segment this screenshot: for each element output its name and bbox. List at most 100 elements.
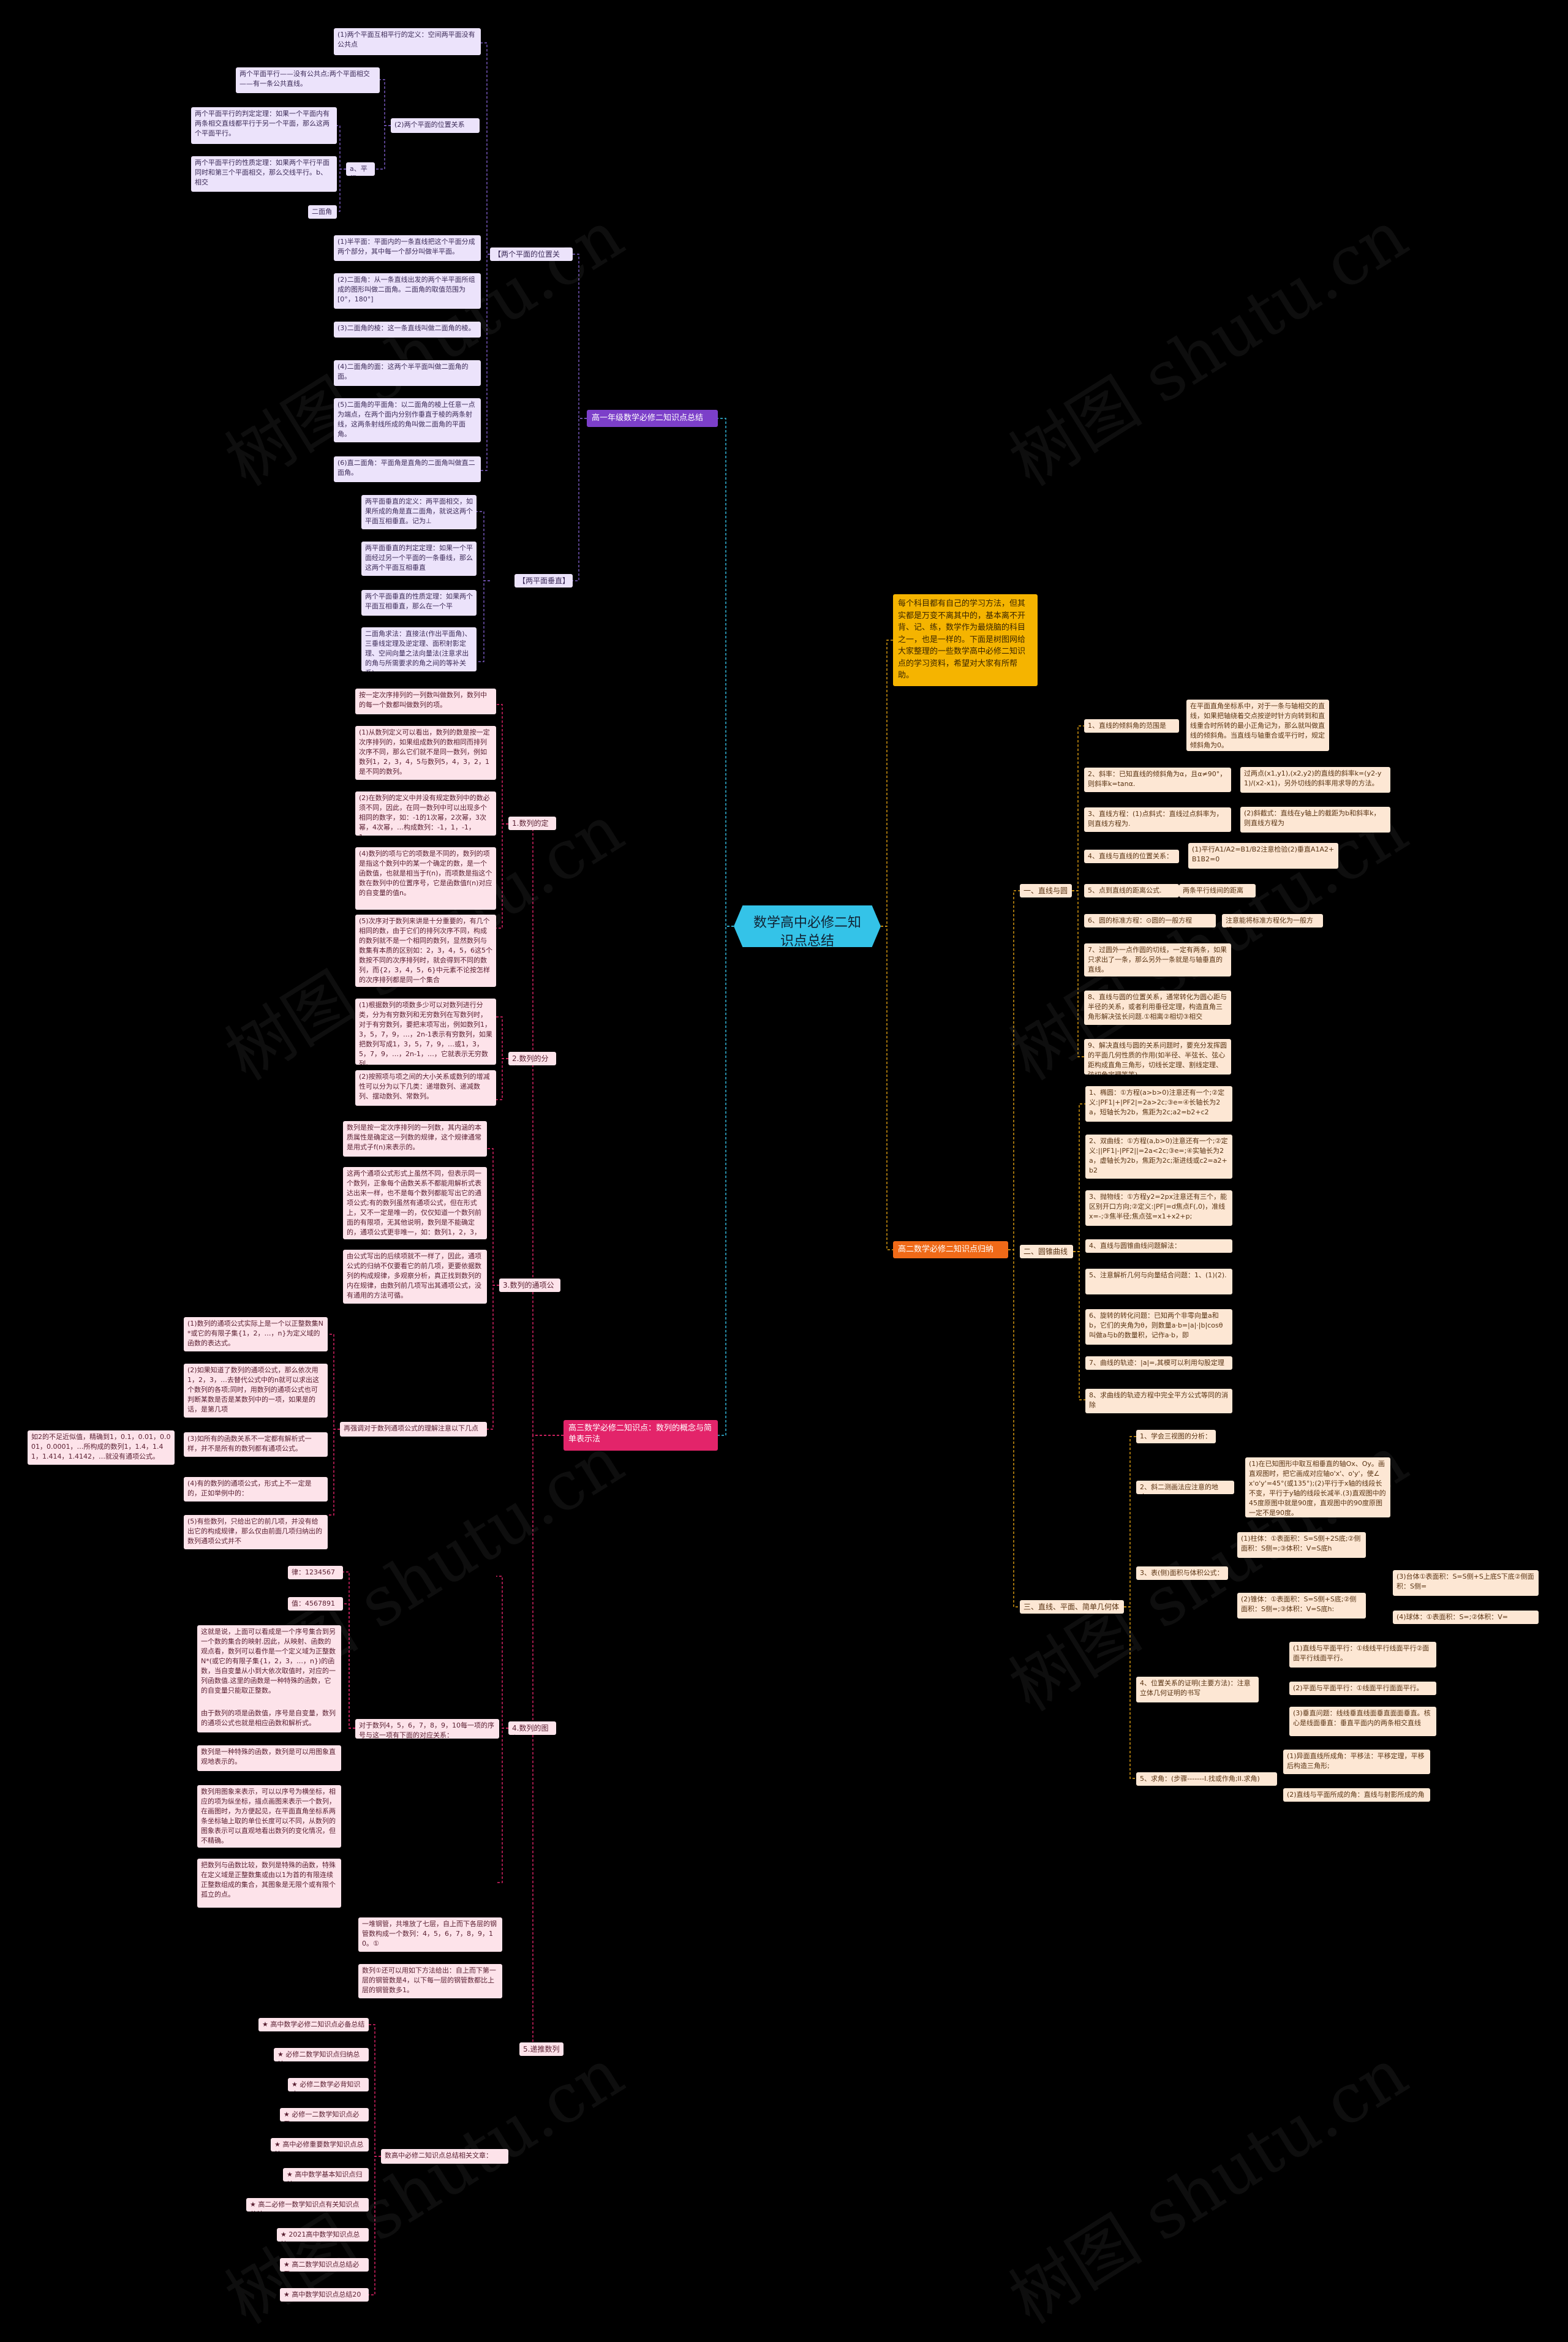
b3-graph-item[interactable]: 这就是说，上面可以看成是一个序号集合到另一个数的集合的映射.因此，从映射、函数的… — [197, 1625, 341, 1715]
b3-formula-item[interactable]: 由公式写出的后续项就不一样了，因此，通项公式的归纳不仅要看它的前几项，更要依据数… — [343, 1250, 487, 1304]
intro-note[interactable]: 每个科目都有自己的学习方法，但其实都是万变不离其中的，基本离不开背、记、练，数学… — [893, 594, 1038, 686]
related-article-link[interactable]: ★ 高中数学知识点总结2021 — [280, 2288, 369, 2302]
b3-recursive-item[interactable]: 数列①还可以用如下方法给出：自上而下第一层的钢管数是4，以下每一层的钢管数都比上… — [358, 1964, 502, 1998]
b3-formula-note[interactable]: (3)如所有的函数关系不一定都有解析式一样，并不是所有的数列都有通项公式。 — [184, 1432, 328, 1457]
b3-graph-seq[interactable]: 律：1234567 — [288, 1566, 343, 1579]
b2-geo-item[interactable]: 5、求角：(步骤-------I.找或作角;II.求角) — [1136, 1772, 1277, 1786]
b2-line-item[interactable]: 9、解决直线与圆的关系问题时，要充分发挥圆的平面几何性质的作用(如半径、半弦长、… — [1084, 1039, 1231, 1075]
b3-graph-item[interactable]: 数列用图象来表示，可以以序号为横坐标，相应的项为纵坐标，描点画图来表示一个数列，… — [197, 1785, 341, 1848]
root-topic[interactable]: 数学高中必修二知识点总结 — [734, 905, 881, 947]
branch-grade1[interactable]: 高一年级数学必修二知识点总结 — [587, 410, 718, 427]
b2-line-detail[interactable]: 过两点(x1,y1),(x2,y2)的直线的斜率k=(y2-y1)/(x2-x1… — [1240, 767, 1390, 793]
b2-conic-item[interactable]: 7、曲线的轨迹：|a|=,其模可以利用勾股定理 — [1085, 1356, 1232, 1370]
b2-section-lines-circles[interactable]: 一、直线与圆 — [1020, 884, 1072, 897]
b1-item[interactable]: (6)直二面角：平面角是直角的二面角叫做直二面角。 — [334, 456, 481, 482]
b1-item[interactable]: 两个平面平行——没有公共点;两个平面相交——有一条公共直线。 — [236, 67, 380, 93]
b2-line-detail[interactable]: 两条平行线间的距离 — [1179, 884, 1256, 897]
b2-section-geometry[interactable]: 三、直线、平面、简单几何体 — [1020, 1600, 1124, 1614]
b2-line-detail[interactable]: (1)平行A1/A2=B1/B2注意检验(2)垂直A1A2+B1B2=0 — [1188, 843, 1338, 869]
b3-def-item[interactable]: (5)次序对于数列来讲是十分重要的，有几个相同的数，由于它们的排列次序不同，构成… — [355, 915, 496, 987]
b2-conic-item[interactable]: 3、抛物线：①方程y2=2px注意还有三个，能区别开口方向;②定义:|PF|=d… — [1085, 1190, 1232, 1226]
related-article-link[interactable]: ★ 高二必修一数学知识点有关知识点总结 — [246, 2198, 369, 2212]
b2-line-detail[interactable]: 在平面直角坐标系中，对于一条与轴相交的直线，如果把轴绕着交点按逆时针方向转到和直… — [1186, 700, 1329, 751]
b1-item[interactable]: 二面角 — [308, 205, 337, 219]
b3-formula-note[interactable]: (2)如果知道了数列的通项公式，那么依次用1，2，3，…去替代公式中的n就可以求… — [184, 1364, 328, 1418]
b2-line-item[interactable]: 3、直线方程：(1)点斜式：直线过点斜率为，则直线方程为. — [1084, 807, 1231, 832]
related-article-link[interactable]: ★ 必修二数学知识点归纳总结 — [274, 2048, 369, 2061]
related-article-link[interactable]: ★ 2021高中数学知识点总结 — [277, 2228, 369, 2242]
b2-conic-item[interactable]: 4、直线与圆锥曲线问题解法： — [1085, 1239, 1232, 1253]
b3-graph-seq[interactable]: 值：4567891 0 — [288, 1597, 343, 1611]
b1-item[interactable]: (3)二面角的棱：这一条直线叫做二面角的棱。 — [334, 322, 481, 338]
b3-section-classification[interactable]: 2.数列的分类 — [508, 1052, 556, 1065]
b3-section-definition[interactable]: 1.数列的定义 — [508, 817, 556, 830]
b2-section-conics[interactable]: 二、圆锥曲线方程 — [1020, 1245, 1073, 1258]
b1-perp-item[interactable]: 两平面垂直的判定定理：如果一个平面经过另一个平面的一条垂线，那么这两个平面互相垂… — [361, 542, 477, 576]
b2-geo-detail[interactable]: (2)直线与平面所成的角：直线与射影所成的角 — [1283, 1788, 1430, 1802]
related-article-link[interactable]: ★ 高中数学基本知识点归纳 — [283, 2168, 369, 2181]
b3-graph-item[interactable]: 数列是一种特殊的函数，数列是可以用图象直观地表示的。 — [197, 1745, 341, 1771]
b1-category-parallel[interactable]: 【两个平面的位置关系】 — [490, 247, 573, 261]
b3-section-recursive[interactable]: 5.递推数列 — [519, 2042, 564, 2056]
b2-conic-item[interactable]: 6、旋转的转化问题：已知两个非零向量a和b，它们的夹角为θ，则数量a·b=|a|… — [1085, 1309, 1232, 1345]
b2-line-item[interactable]: 7、过圆外一点作圆的切线，一定有两条，如果只求出了一条，那么另外一条就是与轴垂直… — [1084, 943, 1231, 976]
related-article-link[interactable]: ★ 高中数学必修二知识点必备总结 — [258, 2018, 369, 2031]
b3-related-heading[interactable]: 数高中必修二知识点总结相关文章： — [381, 2149, 508, 2164]
b2-line-item[interactable]: 1、直线的倾斜角的范围是 — [1084, 719, 1179, 733]
b2-line-item[interactable]: 4、直线与直线的位置关系： — [1084, 850, 1179, 863]
b3-formula-item[interactable]: 数列是按一定次序排列的一列数，其内涵的本质属性是确定这一列数的规律，这个规律通常… — [343, 1121, 487, 1157]
b1-item[interactable]: (5)二面角的平面角：以二面角的棱上任意一点为端点，在两个面内分别作垂直于棱的两… — [334, 398, 481, 442]
b3-def-item[interactable]: 按一定次序排列的一列数叫做数列，数列中的每一个数都叫做数列的项。 — [355, 689, 496, 714]
related-article-link[interactable]: ★ 高二数学知识点总结必看 — [280, 2258, 369, 2272]
b1-perp-item[interactable]: 二面角求法：直接法(作出平面角)、三垂线定理及逆定理、面积射影定理、空间向量之法… — [361, 627, 477, 671]
b2-line-item[interactable]: 2、斜率：已知直线的倾斜角为α，且α≠90°，则斜率k=tanα. — [1084, 768, 1231, 792]
b1-item[interactable]: 两个平面平行的判定定理：如果一个平面内有两条相交直线都平行于另一个平面，那么这两… — [191, 107, 337, 144]
b2-geo-detail[interactable]: (4)球体：①表面积：S=;②体积：V= — [1393, 1611, 1539, 1624]
b1-item[interactable]: 两个平面平行的性质定理：如果两个平行平面同时和第三个平面相交，那么交线平行。b、… — [191, 156, 337, 192]
b3-section-graph[interactable]: 4.数列的图象 — [508, 1721, 556, 1735]
b2-line-detail[interactable]: 注意能将标准方程化为一般方程 — [1222, 914, 1323, 927]
b3-graph-item[interactable]: 把数列与函数比较，数列是特殊的函数，特殊在定义域是正整数集或由以1为首的有限连续… — [197, 1859, 341, 1908]
b3-graph-item[interactable]: 由于数列的项是函数值，序号是自变量，数列的通项公式也就是相应函数和解析式。 — [197, 1707, 341, 1732]
b3-class-item[interactable]: (1)根据数列的项数多少可以对数列进行分类，分为有穷数列和无穷数列在写数列时，对… — [355, 999, 496, 1065]
b3-recursive-item[interactable]: 一堆钢管，共堆放了七层，自上而下各层的钢管数构成一个数列：4，5，6，7，8，9… — [358, 1917, 502, 1952]
b3-formula-note[interactable]: (4)有的数列的通项公式，形式上不一定是的，正如举例中的： — [184, 1477, 328, 1502]
b1-item[interactable]: (2)二面角：从一条直线出发的两个半平面所组成的图形叫做二面角。二面角的取值范围… — [334, 273, 481, 309]
related-article-link[interactable]: ★ 必修二数学必背知识点 — [288, 2078, 369, 2091]
b3-formula-note[interactable]: (5)有些数列，只给出它的前几项，并没有给出它的构成规律，那么仅由前面几项归纳出… — [184, 1515, 328, 1549]
b2-conic-item[interactable]: 5、注意解析几何与向量结合问题：1、(1)(2). — [1085, 1269, 1232, 1294]
b2-geo-detail[interactable]: (1)直线与平面平行：①线线平行线面平行②面面平行线面平行。 — [1289, 1642, 1436, 1668]
b3-def-item[interactable]: (1)从数列定义可以看出，数列的数是按一定次序排列的，如果组成数列的数相同而排列… — [355, 726, 496, 780]
b1-perp-item[interactable]: 两个平面垂直的性质定理：如果两个平面互相垂直，那么在一个平 — [361, 590, 477, 616]
b2-geo-detail[interactable]: (1)柱体：①表面积：S=S侧+2S底;②侧面积：S侧=;③体积：V=S底h — [1237, 1532, 1366, 1558]
b2-geo-item[interactable]: 2、斜二测画法应注意的地方： — [1136, 1481, 1234, 1494]
b2-geo-detail[interactable]: (2)平面与平面平行：①线面平行面面平行。 — [1289, 1682, 1436, 1695]
b3-formula-sub[interactable]: 再强调对于数列通项公式的理解注意以下几点 — [340, 1422, 487, 1437]
b2-conic-item[interactable]: 8、求曲线的轨迹方程中完全平方公式等同的消除 — [1085, 1389, 1232, 1413]
b1-item[interactable]: (4)二面角的面：这两个半平面叫做二面角的面。 — [334, 360, 481, 386]
b1-item[interactable]: a、平行 — [346, 162, 375, 176]
b3-def-item[interactable]: (2)在数列的定义中并没有规定数列中的数必须不同，因此，在同一数列中可以出现多个… — [355, 791, 496, 836]
b2-geo-item[interactable]: 1、学会三视图的分析： — [1136, 1430, 1216, 1443]
b2-line-item[interactable]: 5、点到直线的距离公式. — [1084, 884, 1179, 897]
b2-geo-item[interactable]: 4、位置关系的证明(主要方法)：注意立体几何证明的书写 — [1136, 1677, 1259, 1702]
branch-grade2[interactable]: 高二数学必修二知识点归纳 — [893, 1241, 1008, 1258]
b2-geo-detail[interactable]: (1)异面直线所成角：平移法：平移定理，平移后构造三角形; — [1283, 1750, 1430, 1774]
b1-positional-relation[interactable]: (2)两个平面的位置关系 — [391, 118, 480, 133]
b2-conic-item[interactable]: 1、椭圆：①方程(a>b>0)注意还有一个;②定义:|PF1|+|PF2|=2a… — [1085, 1086, 1232, 1122]
b2-line-item[interactable]: 8、直线与圆的位置关系，通常转化为圆心距与半径的关系，或者利用垂径定理，构造直角… — [1084, 991, 1231, 1025]
b3-graph-mid[interactable]: 对于数列4，5，6，7，8，9，10每一项的序号与这一项有下面的对应关系： — [355, 1719, 499, 1739]
b3-formula-item[interactable]: 这两个通项公式形式上虽然不同，但表示同一个数列，正象每个函数关系不都能用解析式表… — [343, 1167, 487, 1239]
b1-item[interactable]: (1)两个平面互相平行的定义：空间两平面没有公共点 — [334, 28, 481, 55]
b2-geo-detail[interactable]: (2)锥体：①表面积：S=S侧+S底;②侧面积：S侧=;③体积：V=S底h: — [1237, 1593, 1366, 1619]
b2-conic-item[interactable]: 2、双曲线：①方程(a,b>0)注意还有一个;②定义:||PF1|-|PF2||… — [1085, 1135, 1232, 1179]
b3-class-item[interactable]: (2)按照项与项之间的大小关系或数列的增减性可以分为以下几类：递增数列、递减数列… — [355, 1070, 496, 1106]
branch-grade3[interactable]: 高三数学必修二知识点：数列的概念与简单表示法 — [564, 1420, 718, 1451]
b1-category-perpendicular[interactable]: 【两平面垂直】 — [514, 574, 573, 587]
b1-perp-item[interactable]: 两平面垂直的定义：两平面相交，如果所成的角是直二面角，就说这两个平面互相垂直。记… — [361, 495, 477, 529]
b2-geo-item[interactable]: 3、表(侧)面积与体积公式： — [1136, 1566, 1228, 1580]
related-article-link[interactable]: ★ 高中必修重要数学知识点总结 — [271, 2138, 369, 2151]
b3-section-formula[interactable]: 3.数列的通项公式 — [499, 1279, 560, 1292]
b2-geo-detail[interactable]: (1)在已知图形中取互相垂直的轴Ox、Oy。画直观图时，把它画成对应轴o'x'、… — [1245, 1457, 1390, 1517]
b2-line-detail[interactable]: (2)斜截式：直线在y轴上的截距为b和斜率k，则直线方程为 — [1240, 807, 1390, 833]
